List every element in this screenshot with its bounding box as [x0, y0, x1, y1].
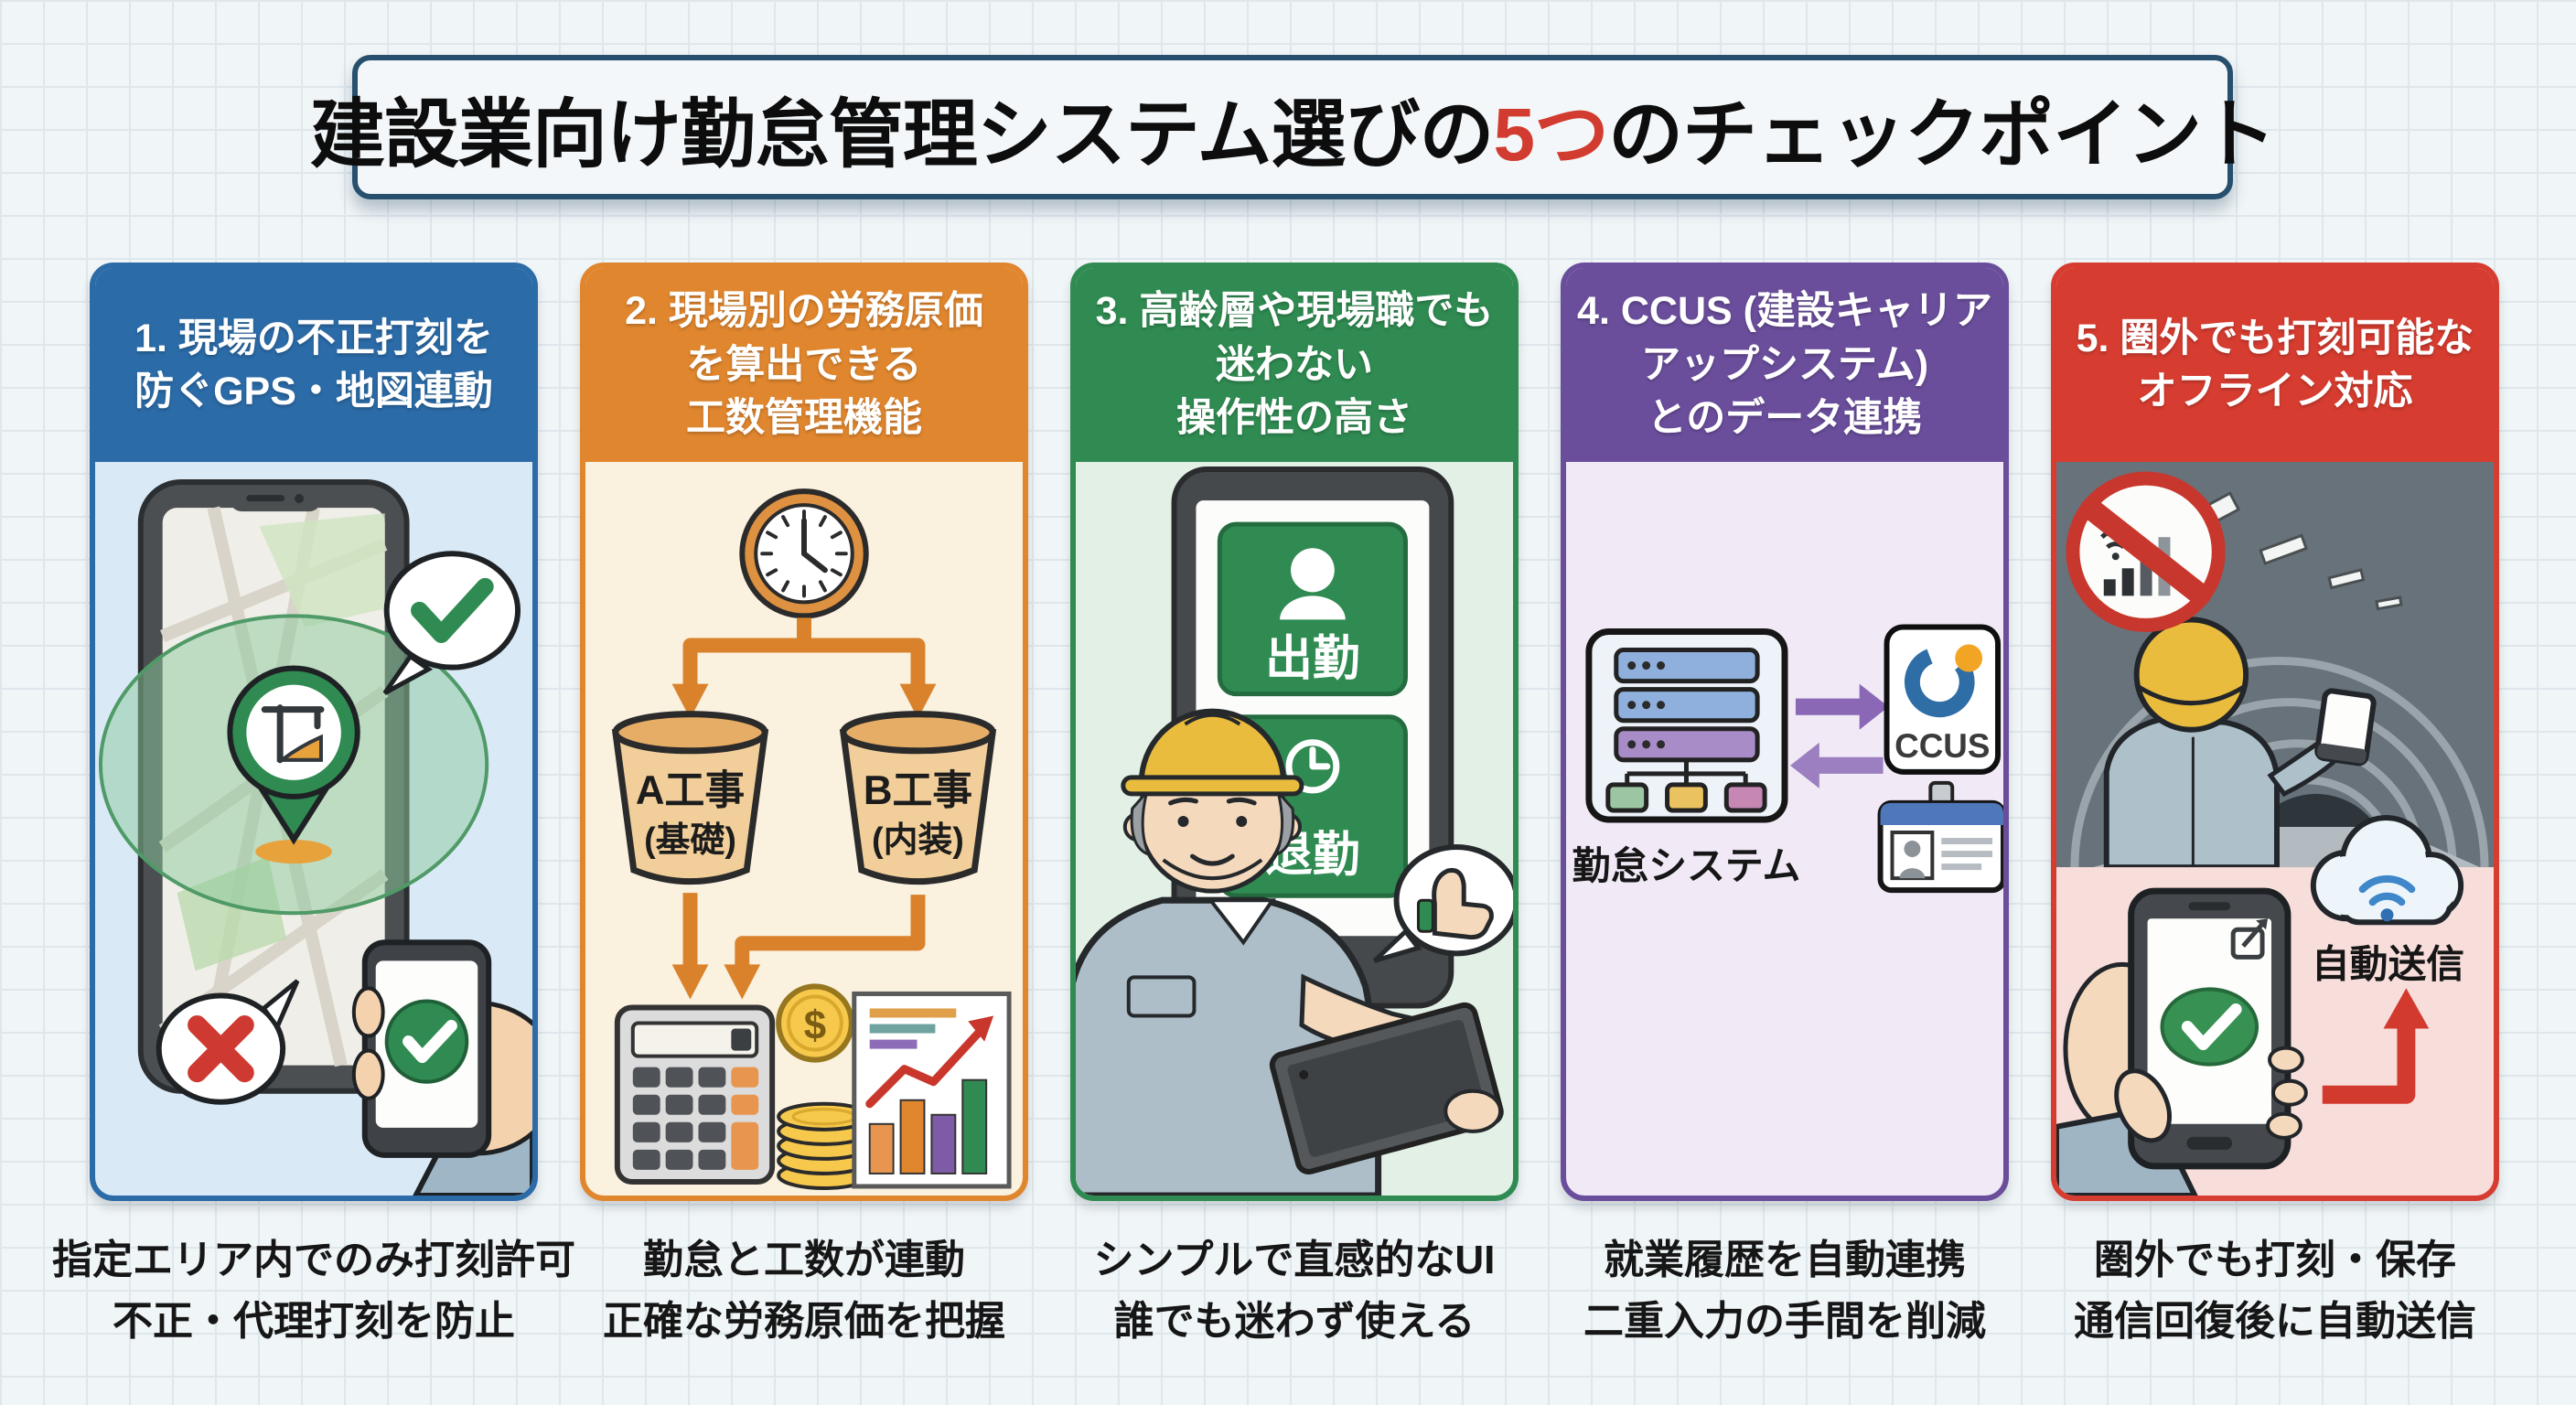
thumbs-up-bubble-icon	[1372, 844, 1513, 963]
card-usability: 3. 高齢層や現場職でも 迷わない 操作性の高さ 出勤	[1070, 263, 1519, 1201]
attendance-system-icon	[1585, 627, 1788, 823]
construction-site-pin-icon	[227, 665, 360, 864]
auto-send-arrow-icon	[2322, 988, 2430, 1104]
card-offline-illustration: 自動送信	[2056, 462, 2494, 1196]
card-ccus-header-line: 4. CCUS (建設キャリア	[1577, 289, 1992, 334]
card-gps-header-line: 1. 現場の不正打刻を	[134, 316, 493, 360]
bucket-a-sublabel: (基礎)	[644, 821, 736, 860]
cloud-upload-icon	[2310, 814, 2464, 926]
card-man-hours-header-line: 工数管理機能	[686, 396, 922, 441]
worker-back-view	[2103, 617, 2377, 871]
bucket-output-arrows	[682, 893, 926, 969]
attendance-system-label: 勤怠システム	[1572, 844, 1801, 887]
card-man-hours: 2. 現場別の労務原価 を算出できる 工数管理機能	[580, 263, 1028, 1201]
card-ccus-header-line: アップシステム)	[1640, 342, 1929, 387]
caption-line: 圏外でも打刻・保存	[2094, 1238, 2456, 1282]
clock-icon	[739, 488, 869, 619]
card-offline-header: 5. 圏外でも打刻可能な オフライン対応	[2056, 268, 2494, 462]
offline-phone-hand-icon	[2056, 887, 2308, 1196]
card-usability-header-line: 迷わない	[1216, 342, 1373, 387]
page-title: 建設業向け勤怠管理システム選びの5つのチェックポイント	[309, 73, 2276, 182]
caption-line: 勤怠と工数が連動	[643, 1238, 965, 1282]
title-banner: 建設業向け勤怠管理システム選びの5つのチェックポイント	[310, 55, 2276, 199]
card-gps-header-line: 防ぐGPS・地図連動	[134, 370, 493, 413]
arrow-left-icon	[1789, 742, 1884, 788]
bucket-b-label: B工事	[864, 768, 972, 813]
id-badge-icon	[1877, 780, 2003, 894]
no-signal-icon	[2066, 471, 2226, 632]
card-man-hours-illustration: A工事 (基礎) B工事 (内装)	[585, 462, 1023, 1196]
caption-ccus: 就業履歴を自動連携 二重入力の手間を削減	[1540, 1237, 2029, 1346]
ccus-label: CCUS	[1894, 727, 1990, 765]
caption-line: 誰でも迷わず使える	[1113, 1298, 1476, 1344]
card-man-hours-header-line: 2. 現場別の労務原価	[625, 289, 983, 334]
caption-line: 二重入力の手間を削減	[1583, 1298, 1986, 1344]
card-usability-header-line: 3. 高齢層や現場職でも	[1095, 289, 1494, 334]
hand-with-phone-icon	[351, 939, 532, 1196]
card-offline-header-line: オフライン対応	[2137, 370, 2413, 413]
caption-line: 指定エリア内でのみ打刻許可	[52, 1238, 575, 1282]
share-icon	[2230, 918, 2269, 960]
card-man-hours-header-line: を算出できる	[686, 342, 922, 387]
bucket-b-sublabel: (内装)	[872, 821, 964, 860]
card-ccus-illustration: 勤怠システム CCUS	[1566, 462, 2003, 1196]
cost-chart-icon	[852, 991, 1012, 1189]
clock-in-label: 出勤	[1265, 632, 1360, 685]
arrow-right-icon	[1795, 683, 1889, 730]
auto-send-label: 自動送信	[2312, 942, 2464, 985]
title-suffix: のチェックポイント	[1608, 92, 2276, 177]
denied-x-bubble-icon	[156, 979, 300, 1105]
allowed-check-bubble-icon	[382, 551, 521, 695]
caption-line: シンプルで直感的なUI	[1093, 1238, 1496, 1282]
card-gps-header: 1. 現場の不正打刻を 防ぐGPS・地図連動	[95, 268, 532, 462]
caption-line: 通信回復後に自動送信	[2074, 1298, 2476, 1344]
dollar-coin-icon: $	[776, 983, 854, 1063]
card-usability-header: 3. 高齢層や現場職でも 迷わない 操作性の高さ	[1076, 268, 1513, 462]
title-highlight: 5つ	[1493, 92, 1609, 177]
bucket-project-b-icon: B工事 (内装)	[839, 711, 997, 885]
caption-line: 就業履歴を自動連携	[1604, 1238, 1966, 1282]
ccus-logo-icon: CCUS	[1884, 624, 2002, 775]
card-offline: 5. 圏外でも打刻可能な オフライン対応	[2051, 263, 2499, 1201]
card-ccus-link: 4. CCUS (建設キャリア アップシステム) とのデータ連携	[1561, 263, 2009, 1201]
bucket-a-label: A工事	[636, 768, 745, 813]
bucket-project-a-icon: A工事 (基礎)	[611, 711, 769, 885]
calculator-icon	[614, 1004, 776, 1185]
clock-in-button: 出勤	[1217, 521, 1408, 697]
caption-offline: 圏外でも打刻・保存 通信回復後に自動送信	[2031, 1237, 2519, 1346]
caption-line: 正確な労務原価を把握	[603, 1298, 1005, 1344]
caption-gps: 指定エリア内でのみ打刻許可 不正・代理打刻を防止	[52, 1237, 575, 1346]
dollar-sign: $	[804, 1003, 826, 1047]
card-offline-header-line: 5. 圏外でも打刻可能な	[2076, 316, 2474, 360]
card-gps-geofence: 1. 現場の不正打刻を 防ぐGPS・地図連動	[90, 263, 538, 1201]
card-ccus-header: 4. CCUS (建設キャリア アップシステム) とのデータ連携	[1566, 268, 2003, 462]
title-prefix: 建設業向け勤怠管理システム選びの	[309, 92, 1495, 177]
handheld-tablet-icon	[1269, 1002, 1504, 1174]
card-ccus-header-line: とのデータ連携	[1647, 396, 1923, 441]
hard-hat-icon	[1121, 708, 1304, 797]
card-gps-illustration	[95, 462, 532, 1196]
caption-man-hours: 勤怠と工数が連動 正確な労務原価を把握	[560, 1237, 1048, 1346]
holding-hand	[1444, 1089, 1503, 1133]
time-split-arrows	[682, 617, 926, 687]
card-man-hours-header: 2. 現場別の労務原価 を算出できる 工数管理機能	[585, 268, 1023, 462]
card-usability-illustration: 出勤 退勤	[1076, 462, 1513, 1196]
caption-usability: シンプルで直感的なUI 誰でも迷わず使える	[1050, 1237, 1539, 1346]
caption-line: 不正・代理打刻を防止	[113, 1298, 515, 1344]
card-usability-header-line: 操作性の高さ	[1176, 396, 1412, 441]
